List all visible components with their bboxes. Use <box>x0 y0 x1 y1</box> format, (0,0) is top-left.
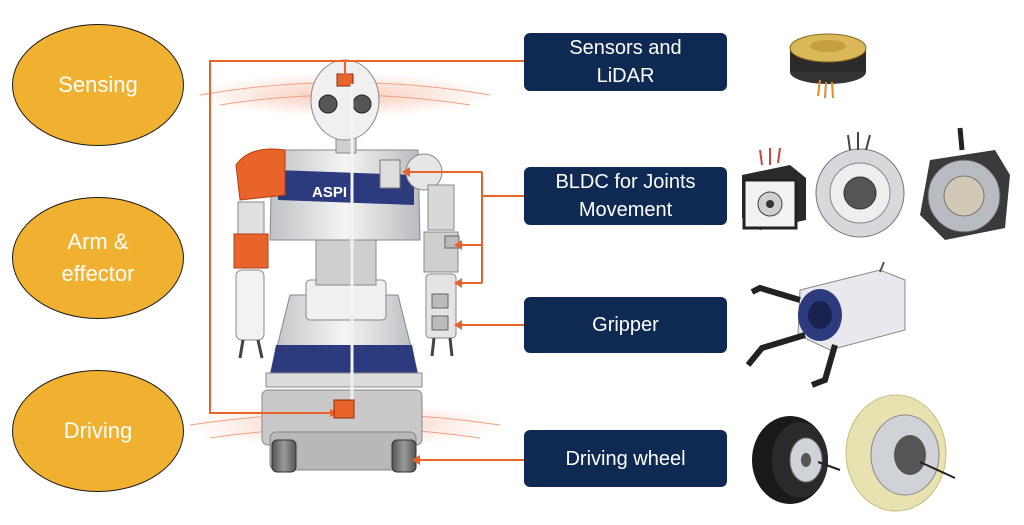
gripper-device-icon <box>745 261 906 388</box>
robot-torso: ASPI <box>269 149 421 241</box>
connector-arrowheads <box>330 74 462 465</box>
robot-right-arm <box>405 153 460 357</box>
stepper-motor-icon <box>742 147 806 230</box>
base-lidar-unit <box>333 399 355 419</box>
box-driving-wheel: Driving wheel <box>524 430 727 487</box>
connector-lines <box>209 60 524 461</box>
chest-logo: ASPI <box>312 184 347 201</box>
frameless-motor-icon <box>920 127 1010 240</box>
box-gripper: Gripper <box>524 297 727 353</box>
polyurethane-wheel-motor-icon <box>845 394 956 512</box>
robot-waist <box>315 239 377 286</box>
hub-motor-wheel-icon <box>752 416 841 504</box>
oval-sensing: Sensing <box>12 24 184 146</box>
oval-driving: Driving <box>12 370 184 492</box>
robot-left-arm <box>233 148 286 359</box>
lidar-sensor-icon <box>789 33 867 99</box>
hollow-shaft-motor-icon <box>815 132 905 238</box>
box-sensors-lidar: Sensors and LiDAR <box>524 33 727 91</box>
oval-arm-effector: Arm & effector <box>12 197 184 319</box>
box-bldc-joints: BLDC for Joints Movement <box>524 167 727 225</box>
robot-base <box>261 389 423 473</box>
robot-skirt <box>265 279 423 388</box>
